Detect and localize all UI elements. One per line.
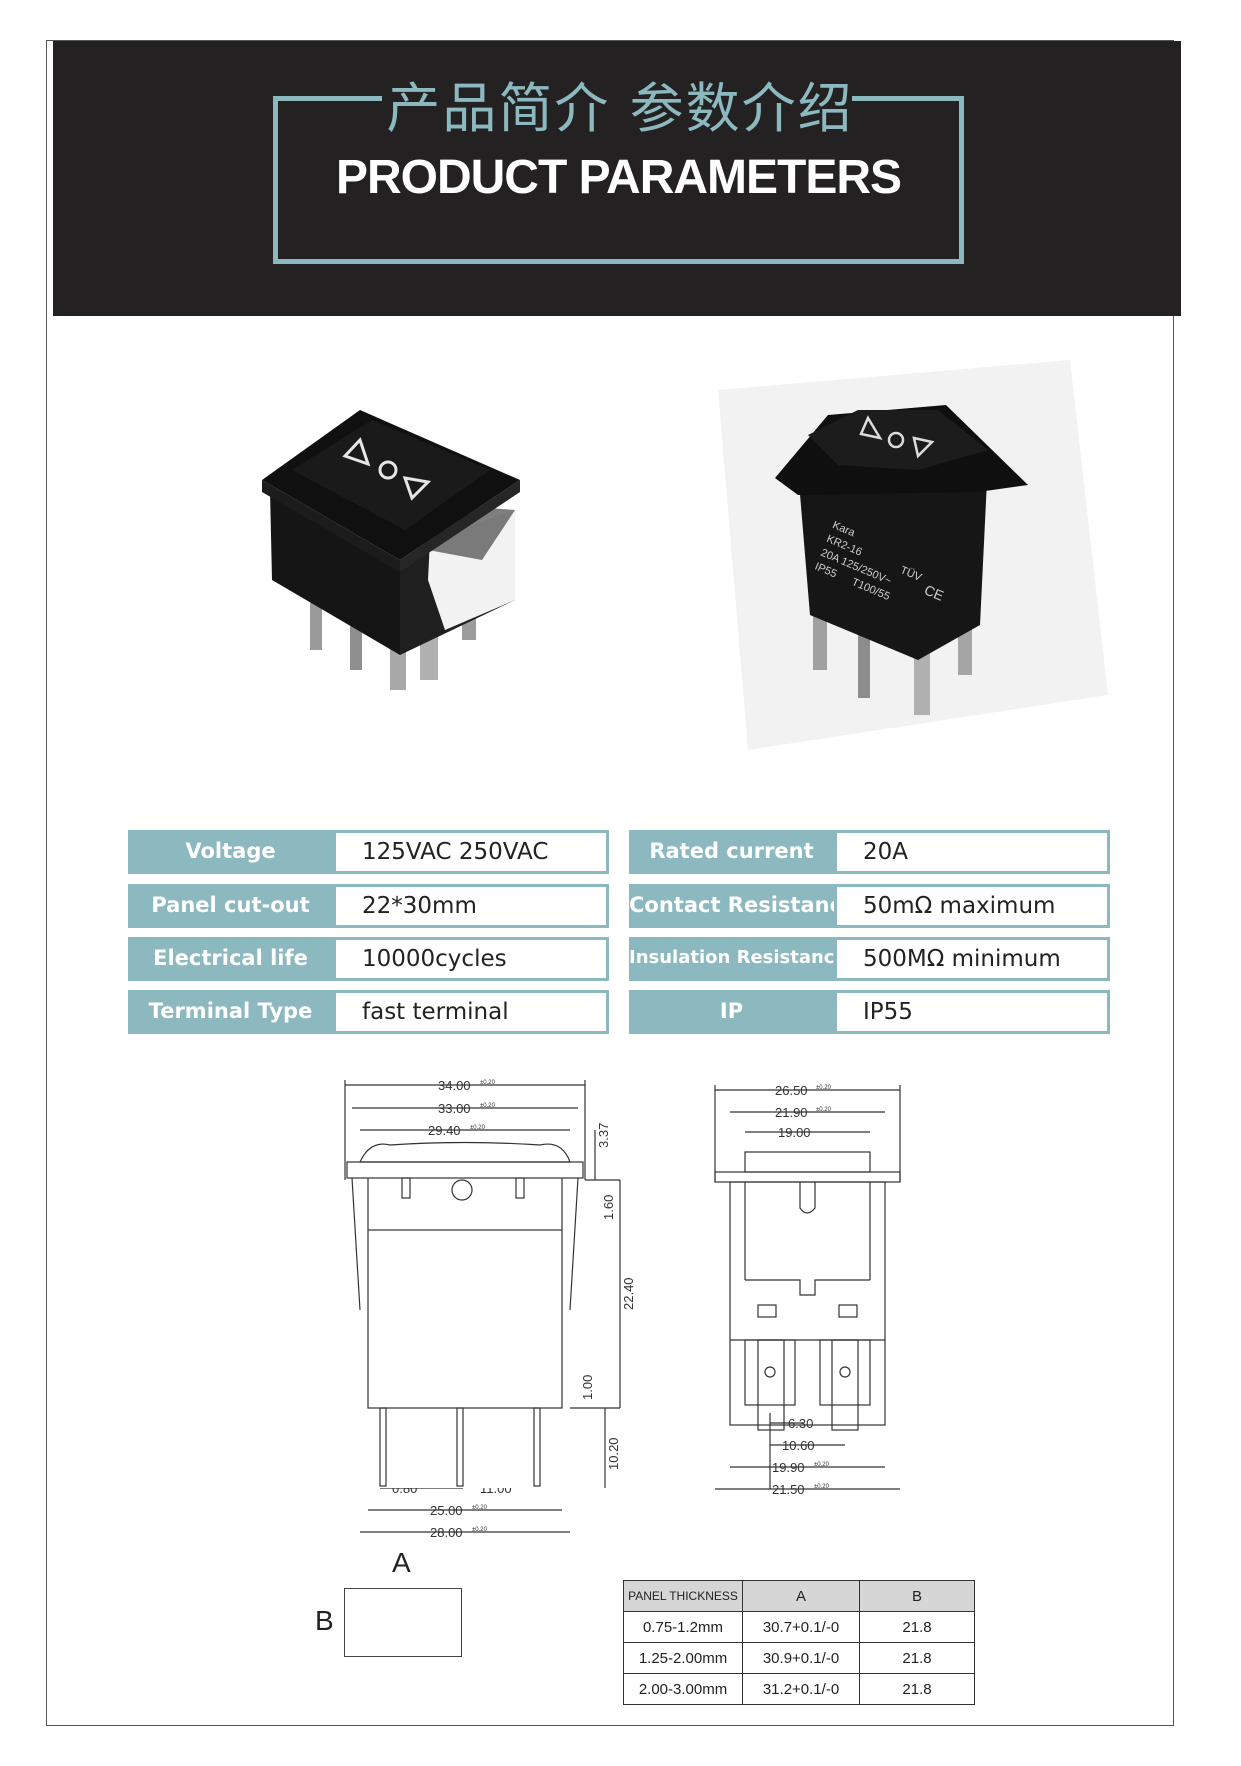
side-view-drawing: 26.50 ±0.20 21.90 ±0.20 19.00 — [714, 1083, 901, 1431]
cutout-diagram — [344, 1588, 462, 1657]
dim-front-pin-pitch: 11.00 — [480, 1488, 512, 1496]
spec-value: 50mΩ maximum — [834, 884, 1110, 928]
spec-label: Electrical life — [128, 937, 333, 981]
header-banner — [53, 41, 1181, 316]
front-view-drawing: 34.00 ±0.20 33.00 ±0.20 29.40 ±0.20 3.37… — [344, 1078, 636, 1488]
dim-tol-6: ±0.20 — [816, 1085, 832, 1091]
dim-front-w-inner: 25.00 — [430, 1503, 463, 1518]
dim-front-w-rocker: 29.40 — [428, 1123, 461, 1138]
dim-front-h-body: 22.40 — [621, 1277, 636, 1310]
side-view-bottom-dims: 6.30 10.60 19.90 ±0.20 21.50 ±0.20 — [715, 1413, 900, 1497]
spec-value: 500MΩ minimum — [834, 937, 1110, 981]
spec-value: IP55 — [834, 990, 1110, 1034]
header-title-cn: 产品简介 参数介绍 — [386, 77, 854, 140]
table-cell: 1.25-2.00mm — [623, 1642, 743, 1674]
front-view-bottom-dims: 0.80 11.00 25.00 ±0.20 28.00 ±0.20 — [360, 1488, 570, 1540]
dim-tol-3: ±0.20 — [470, 1125, 486, 1131]
dim-tol-2: ±0.20 — [480, 1103, 496, 1109]
table-cell: 21.8 — [859, 1673, 975, 1705]
marking-ce: CE — [922, 581, 946, 603]
dim-side-w-overall: 26.50 — [775, 1083, 808, 1098]
spec-label: Rated current — [629, 830, 834, 874]
page-border — [46, 40, 1174, 1726]
dim-tol-8: ±0.20 — [814, 1462, 830, 1468]
product-photo-left — [262, 410, 520, 690]
spec-value: 22*30mm — [333, 884, 609, 928]
panel-table-header-thickness: PANEL THICKNESS — [623, 1580, 743, 1612]
dim-front-h-gap: 1.00 — [580, 1375, 595, 1400]
table-row: 1.25-2.00mm 30.9+0.1/-0 21.8 — [623, 1642, 975, 1674]
product-photo-right: Kara KR2-16 20A 125/250V~ IP55 T100/55 T… — [718, 360, 1108, 750]
table-row: 2.00-3.00mm 31.2+0.1/-0 21.8 — [623, 1673, 975, 1705]
dim-side-w-base: 21.50 — [772, 1482, 805, 1497]
dim-front-h-pin: 10.20 — [606, 1437, 621, 1470]
cutout-label-b: B — [315, 1605, 334, 1636]
spec-value: 20A — [834, 830, 1110, 874]
panel-table-header-b: B — [859, 1580, 975, 1612]
dim-tol-1: ±0.20 — [480, 1080, 496, 1086]
panel-thickness-table: PANEL THICKNESS A B 0.75-1.2mm 30.7+0.1/… — [623, 1580, 975, 1705]
dim-side-w-flange: 21.90 — [775, 1105, 808, 1120]
panel-table-header-a: A — [742, 1580, 860, 1612]
dim-front-h-flange: 1.60 — [601, 1195, 616, 1220]
spec-value: 125VAC 250VAC — [333, 830, 609, 874]
dim-front-w-base: 28.00 — [430, 1525, 463, 1540]
dim-tol-4: ±0.20 — [472, 1505, 488, 1511]
table-cell: 21.8 — [859, 1642, 975, 1674]
header-title-en: PRODUCT PARAMETERS — [335, 151, 902, 204]
dim-side-pin-w: 6.30 — [788, 1416, 813, 1431]
spec-label: Contact Resistance — [629, 884, 834, 928]
table-cell: 0.75-1.2mm — [623, 1611, 743, 1643]
dim-tol-5: ±0.20 — [472, 1527, 488, 1533]
dim-front-w-flange: 33.00 — [438, 1101, 471, 1116]
spec-label: Insulation Resistance — [629, 937, 834, 981]
spec-label: Voltage — [128, 830, 333, 874]
spec-value: 10000cycles — [333, 937, 609, 981]
table-cell: 31.2+0.1/-0 — [742, 1673, 860, 1705]
dim-front-h-rocker: 3.37 — [596, 1123, 611, 1148]
dim-front-w-overall: 34.00 — [438, 1078, 471, 1093]
dim-side-w-inner: 19.90 — [772, 1460, 805, 1475]
spec-label: Terminal Type — [128, 990, 333, 1034]
spec-label: Panel cut-out — [128, 884, 333, 928]
cutout-label-a: A — [392, 1547, 411, 1578]
table-cell: 30.9+0.1/-0 — [742, 1642, 860, 1674]
table-cell: 2.00-3.00mm — [623, 1673, 743, 1705]
dim-side-w-rocker: 19.00 — [778, 1125, 811, 1140]
table-cell: 21.8 — [859, 1611, 975, 1643]
table-row: 0.75-1.2mm 30.7+0.1/-0 21.8 — [623, 1611, 975, 1643]
spec-label: IP — [629, 990, 834, 1034]
spec-value: fast terminal — [333, 990, 609, 1034]
dim-tol-9: ±0.20 — [814, 1484, 830, 1490]
dim-side-pin-pitch: 10.60 — [782, 1438, 815, 1453]
dim-tol-7: ±0.20 — [816, 1107, 832, 1113]
table-cell: 30.7+0.1/-0 — [742, 1611, 860, 1643]
dim-front-pin-thk: 0.80 — [392, 1488, 417, 1496]
